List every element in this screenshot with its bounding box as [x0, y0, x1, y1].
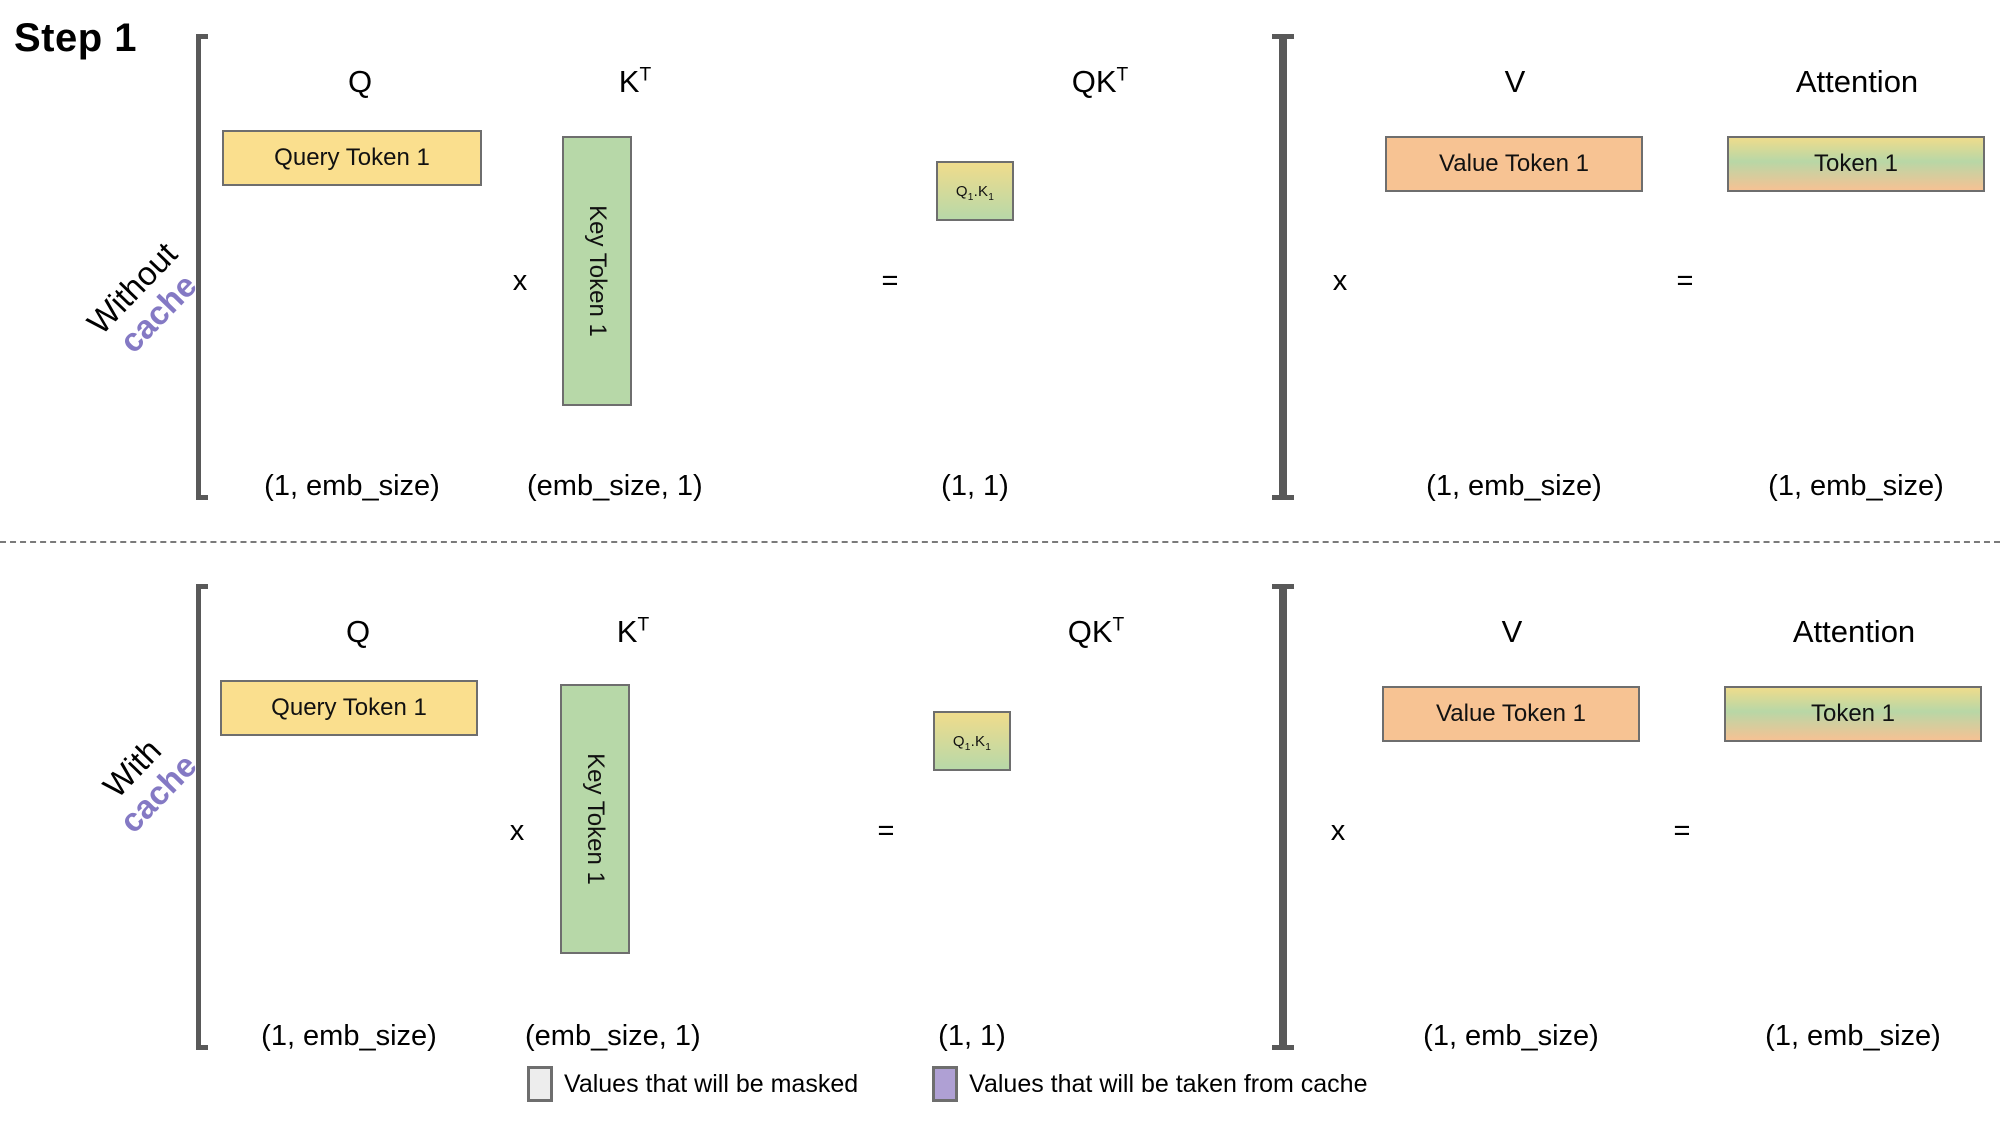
box-label: Token 1 — [1810, 700, 1896, 727]
box-label: Query Token 1 — [271, 694, 427, 721]
operator-equals-2: = — [1676, 265, 1694, 297]
dim-label-q: (1, emb_size) — [261, 1020, 437, 1052]
bracket-right-qk — [1272, 584, 1284, 1050]
box-label: Token 1 — [1813, 150, 1899, 177]
box-label: Key Token 1 — [584, 205, 611, 337]
group-label-attention: Attention — [1792, 614, 1916, 649]
dim-label-q: (1, emb_size) — [264, 470, 440, 502]
operator-multiply-2: x — [1332, 265, 1348, 297]
matrix-box-attention-token-1[interactable]: Token 1 — [1727, 136, 1985, 192]
bracket-left-v — [1282, 584, 1294, 1050]
page-title: Step 1 — [14, 16, 138, 60]
legend-label-cached: Values that will be taken from cache — [969, 1069, 1368, 1098]
bracket-left-v — [1282, 34, 1294, 500]
matrix-box-attention-token-1[interactable]: Token 1 — [1724, 686, 1982, 742]
box-label: Q1.K1 — [955, 182, 995, 203]
group-label-q: Q — [347, 64, 373, 99]
legend-item-masked: Values that will be masked — [527, 1066, 858, 1102]
matrix-box-value-token-1[interactable]: Value Token 1 — [1382, 686, 1640, 742]
matrix-box-key-token-1[interactable]: Key Token 1 — [562, 136, 632, 406]
section-divider — [0, 541, 2000, 543]
box-label: Query Token 1 — [274, 144, 430, 171]
bracket-left-qk — [196, 584, 208, 1050]
box-label: Value Token 1 — [1439, 150, 1589, 177]
legend-label-masked: Values that will be masked — [564, 1069, 859, 1098]
dim-label-qkt: (1, 1) — [941, 470, 1009, 502]
operator-multiply-2: x — [1330, 815, 1346, 847]
matrix-box-value-token-1[interactable]: Value Token 1 — [1385, 136, 1643, 192]
group-label-kt: KT — [616, 614, 650, 649]
group-label-v: V — [1501, 614, 1523, 649]
bracket-right-qk — [1272, 34, 1284, 500]
matrix-box-query-token-1[interactable]: Query Token 1 — [220, 680, 478, 736]
dim-label-kt: (emb_size, 1) — [525, 1020, 701, 1052]
group-label-qkt: QKT — [1067, 614, 1125, 649]
panel-without-cache: Without cache Q Query Token 1 (1, emb_si… — [0, 20, 2000, 520]
operator-multiply-1: x — [509, 815, 525, 847]
box-label: Q1.K1 — [952, 732, 992, 753]
dim-label-attention: (1, emb_size) — [1768, 470, 1944, 502]
box-label: Key Token 1 — [582, 753, 609, 885]
legend-swatch-cached-icon — [932, 1066, 959, 1102]
matrix-box-key-token-1[interactable]: Key Token 1 — [560, 684, 630, 954]
matrix-box-query-token-1[interactable]: Query Token 1 — [222, 130, 482, 186]
matrix-box-qk-product[interactable]: Q1.K1 — [936, 161, 1014, 221]
operator-multiply-1: x — [512, 265, 528, 297]
dim-label-qkt: (1, 1) — [938, 1020, 1006, 1052]
dim-label-v: (1, emb_size) — [1423, 1020, 1599, 1052]
row-label-without-cache: Without cache — [46, 200, 243, 401]
bracket-left-qk — [196, 34, 208, 500]
legend-swatch-masked-icon — [527, 1066, 553, 1102]
matrix-box-qk-product[interactable]: Q1.K1 — [933, 711, 1011, 771]
box-label: Value Token 1 — [1436, 700, 1586, 727]
group-label-v: V — [1504, 64, 1526, 99]
operator-equals-1: = — [881, 265, 899, 297]
legend-item-cached: Values that will be taken from cache — [932, 1066, 1368, 1102]
group-label-qkt: QKT — [1071, 64, 1129, 99]
group-label-q: Q — [345, 614, 371, 649]
operator-equals-2: = — [1673, 815, 1691, 847]
legend: Values that will be masked Values that w… — [527, 1066, 1368, 1102]
row-label-with-cache: With cache — [46, 680, 243, 881]
dim-label-v: (1, emb_size) — [1426, 470, 1602, 502]
panel-with-cache: With cache Q Query Token 1 (1, emb_size)… — [0, 570, 2000, 1070]
dim-label-attention: (1, emb_size) — [1765, 1020, 1941, 1052]
group-label-kt: KT — [618, 64, 652, 99]
dim-label-kt: (emb_size, 1) — [527, 470, 703, 502]
group-label-attention: Attention — [1795, 64, 1919, 99]
operator-equals-1: = — [877, 815, 895, 847]
